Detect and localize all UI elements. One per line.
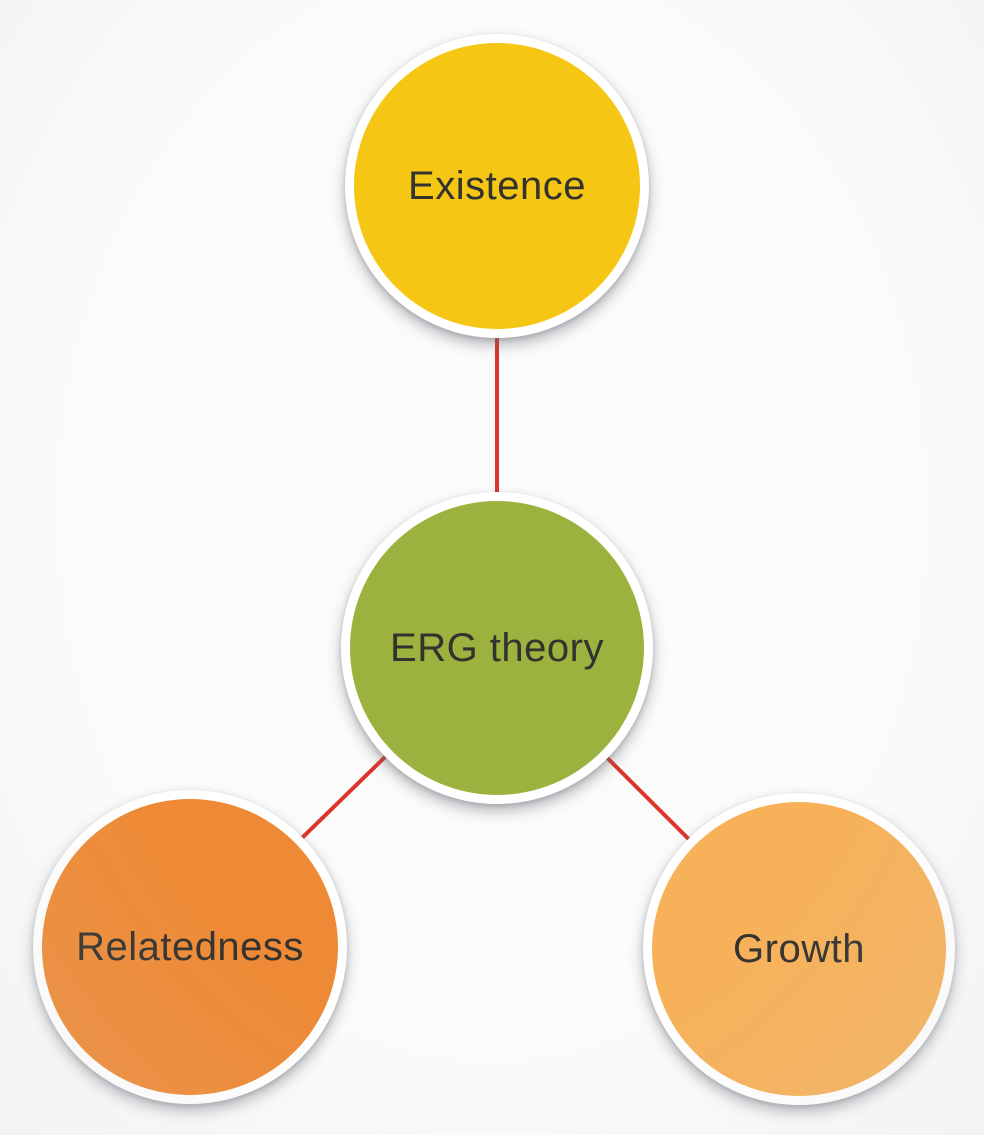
node-relatedness-label: Relatedness [76, 925, 304, 969]
node-existence-fill: Existence [354, 43, 640, 329]
node-erg-theory: ERG theory [341, 492, 653, 804]
node-growth: Growth [643, 793, 955, 1105]
node-existence-label: Existence [408, 164, 586, 208]
node-growth-fill: Growth [652, 802, 946, 1096]
node-relatedness: Relatedness [33, 790, 347, 1104]
node-erg-theory-fill: ERG theory [350, 501, 644, 795]
node-existence: Existence [345, 34, 649, 338]
node-growth-label: Growth [733, 927, 865, 971]
node-relatedness-fill: Relatedness [42, 799, 338, 1095]
node-erg-theory-label: ERG theory [390, 626, 604, 670]
